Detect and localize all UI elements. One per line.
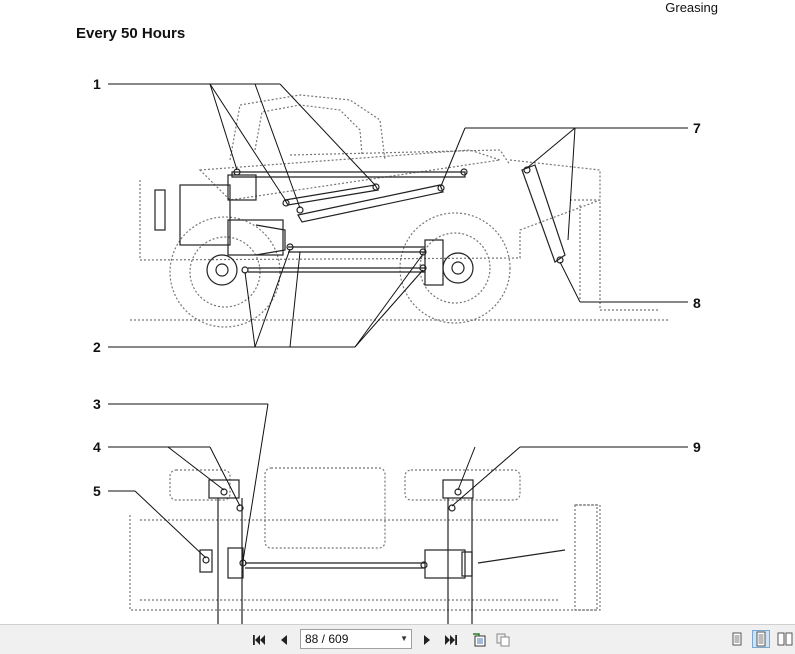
side-view-solid bbox=[154, 164, 566, 286]
next-page-icon[interactable] bbox=[418, 631, 436, 649]
callout-7: 7 bbox=[693, 120, 701, 136]
top-view bbox=[129, 467, 601, 611]
side-view bbox=[130, 94, 668, 328]
export-icon[interactable] bbox=[470, 631, 488, 649]
callout-1: 1 bbox=[93, 76, 101, 92]
page-number-select[interactable]: 88 / 609 ▼ bbox=[300, 629, 412, 649]
callout-2: 2 bbox=[93, 339, 101, 355]
callout-4: 4 bbox=[93, 439, 101, 455]
callout-5: 5 bbox=[93, 483, 101, 499]
viewer-toolbar: 88 / 609 ▼ bbox=[0, 624, 795, 654]
single-page-view-icon[interactable] bbox=[728, 630, 746, 648]
facing-view-icon[interactable] bbox=[776, 630, 794, 648]
page-indicator: 88 / 609 bbox=[305, 632, 349, 646]
copy-icon[interactable] bbox=[494, 631, 512, 649]
page-title: Every 50 Hours bbox=[76, 25, 186, 42]
callout-8: 8 bbox=[693, 295, 701, 311]
prev-page-icon[interactable] bbox=[275, 631, 293, 649]
document-page: Greasing Every 50 Hours bbox=[76, 0, 718, 624]
chevron-down-icon: ▼ bbox=[400, 634, 408, 643]
leader-lines bbox=[108, 83, 688, 562]
first-page-icon[interactable] bbox=[250, 631, 268, 649]
last-page-icon[interactable] bbox=[442, 631, 460, 649]
continuous-view-icon[interactable] bbox=[752, 630, 770, 648]
top-view-solid bbox=[199, 479, 566, 624]
callout-3: 3 bbox=[93, 396, 101, 412]
callout-9: 9 bbox=[693, 439, 701, 455]
greasing-diagram bbox=[108, 83, 688, 624]
section-header: Greasing bbox=[665, 0, 718, 15]
